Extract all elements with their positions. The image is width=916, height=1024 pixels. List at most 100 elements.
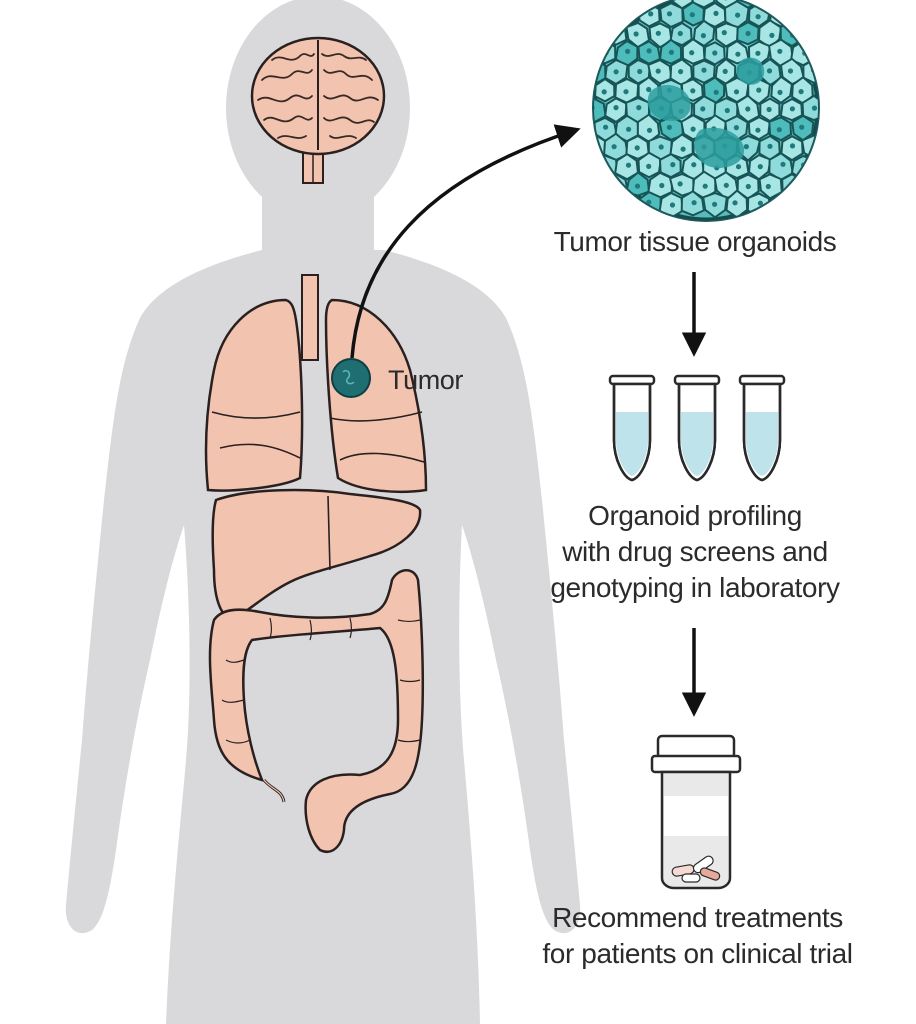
cell-nucleus [757, 164, 763, 170]
cell-nucleus [611, 144, 617, 150]
cell-nucleus [646, 199, 652, 205]
test-tube [738, 374, 786, 482]
profiling-label-line: Organoid profiling [588, 500, 802, 531]
recommend-label-line: Recommend treatments [552, 902, 843, 933]
cell-nucleus [594, 143, 598, 150]
cell-nucleus [766, 68, 773, 74]
cell-nucleus [659, 182, 665, 189]
cell-nucleus [611, 182, 617, 188]
organoid-cell [648, 22, 673, 49]
cell-nucleus [626, 126, 632, 132]
cell-nucleus [690, 126, 696, 132]
cell-nucleus [769, 32, 775, 39]
cell-nucleus [648, 11, 654, 17]
cell-nucleus [689, 50, 695, 56]
cell-nucleus [625, 48, 631, 55]
cell-nucleus [721, 29, 727, 36]
cell-nucleus [623, 89, 629, 95]
profiling-label-line: genotyping in laboratory [550, 572, 840, 603]
cell-nucleus [677, 30, 683, 37]
cell-nucleus [646, 86, 652, 93]
cell-nucleus [666, 124, 673, 130]
cell-nucleus [637, 68, 643, 75]
cell-nucleus [722, 68, 728, 74]
cell-nucleus [669, 202, 676, 208]
cell-nucleus [691, 162, 697, 168]
cell-nucleus [646, 163, 652, 169]
cell-nucleus [776, 127, 782, 133]
cell-nucleus [634, 183, 641, 189]
profiling-label-line: with drug screens and [562, 536, 828, 567]
cell-nucleus [745, 30, 751, 37]
cell-nucleus [701, 67, 707, 73]
cell-nucleus [689, 12, 695, 18]
cell-nucleus [799, 124, 805, 130]
cell-nucleus [690, 88, 696, 94]
recommend-label-line: for patients on clinical trial [542, 938, 853, 969]
cell-nucleus [767, 143, 773, 149]
cell-nucleus [757, 200, 764, 206]
cell-nucleus [678, 69, 684, 75]
cell-nucleus [677, 181, 683, 187]
cell-nucleus [743, 144, 750, 150]
cell-nucleus [613, 69, 619, 75]
cell-nucleus [789, 143, 796, 149]
organoids-label: Tumor tissue organoids [553, 226, 837, 257]
cell-nucleus [735, 12, 741, 18]
cell-nucleus [658, 144, 664, 150]
cell-nucleus [789, 106, 796, 112]
profiling-label: Organoid profiling with drug screens and… [505, 498, 885, 606]
tumor-mass [331, 358, 371, 398]
cell-nucleus [655, 68, 661, 74]
cell-nucleus [798, 89, 804, 95]
cell-nucleus [755, 50, 761, 56]
cell-nucleus [713, 10, 719, 16]
organoid-cell [594, 97, 607, 124]
cell-nucleus [666, 11, 673, 17]
cell-nucleus [633, 31, 639, 37]
cell-nucleus [724, 107, 730, 114]
cell-nucleus [691, 200, 697, 206]
organoid-sphere-illustration [592, 0, 820, 222]
cell-nucleus [780, 161, 786, 167]
cell-nucleus [755, 14, 761, 20]
cell-nucleus [735, 164, 742, 170]
cell-nucleus [733, 125, 740, 131]
cell-nucleus [600, 165, 606, 171]
arrow-tumor-to-organoid [350, 124, 581, 359]
cell-nucleus [777, 48, 783, 54]
cell-nucleus [613, 105, 619, 111]
cell-nucleus [787, 68, 794, 74]
cell-nucleus [732, 200, 738, 206]
cell-nucleus [735, 51, 741, 57]
organoid-cell [781, 173, 803, 201]
cell-nucleus [700, 106, 706, 112]
cell-nucleus [655, 30, 661, 36]
cell-nucleus [745, 183, 751, 190]
pill-bottle-illustration [650, 734, 742, 890]
brain-illustration [250, 36, 386, 184]
cell-nucleus [680, 146, 686, 152]
cell-nucleus [702, 183, 708, 189]
cell-nucleus [603, 124, 609, 130]
cell-nucleus [723, 182, 729, 188]
test-tube [673, 374, 721, 482]
cell-nucleus [755, 127, 761, 133]
cell-nucleus [777, 89, 783, 95]
test-tubes-illustration [608, 374, 786, 482]
lungs-illustration [204, 274, 428, 494]
liver-illustration [211, 488, 422, 620]
cell-nucleus [733, 89, 740, 95]
cell-nucleus [634, 145, 640, 151]
cell-nucleus [756, 87, 762, 93]
test-tube [608, 374, 656, 482]
colon-illustration [208, 569, 425, 853]
cell-nucleus [636, 105, 642, 111]
cell-nucleus [646, 48, 652, 54]
cell-nucleus [713, 89, 719, 95]
cell-nucleus [594, 68, 598, 74]
cell-nucleus [668, 49, 675, 55]
tumor-label: Tumor [388, 365, 464, 395]
cell-nucleus [766, 106, 772, 113]
